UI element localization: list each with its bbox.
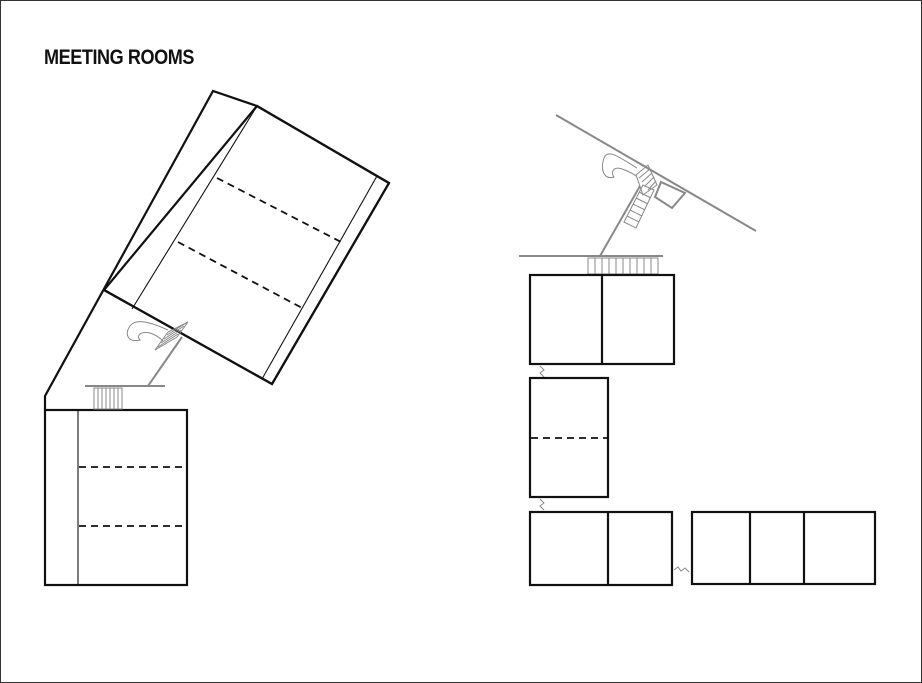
right-block-c (528, 510, 674, 587)
left-ramp-line (147, 336, 183, 387)
right-block-d (690, 510, 877, 586)
left-upper-stair (154, 321, 189, 351)
right-entry-stair-2 (623, 184, 655, 229)
lower-block-outline (43, 408, 189, 587)
rotated-block-corridor-right (261, 175, 378, 380)
right-entry-kiosk (653, 180, 687, 210)
rotated-block-partition-1 (216, 177, 344, 244)
right-site-path (599, 185, 641, 257)
connector-mark-2 (539, 498, 545, 511)
left-spiral-stair (126, 321, 169, 342)
right-entry-stair (635, 164, 658, 196)
rotated-block-corridor-left (131, 105, 258, 310)
connector-mark-3 (673, 566, 690, 573)
right-building (519, 114, 877, 587)
left-building (43, 89, 391, 587)
rotated-block-outline (102, 104, 391, 386)
left-lower-stair (93, 387, 123, 410)
right-top-stair (587, 257, 659, 275)
right-site-diagonal (555, 114, 757, 232)
rotated-block-partition-2 (177, 241, 305, 310)
page-title: MEETING ROOMS (44, 46, 194, 69)
connector-mark-1 (539, 365, 545, 378)
right-spiral-stair (601, 153, 638, 179)
left-building-outline (43, 89, 391, 410)
